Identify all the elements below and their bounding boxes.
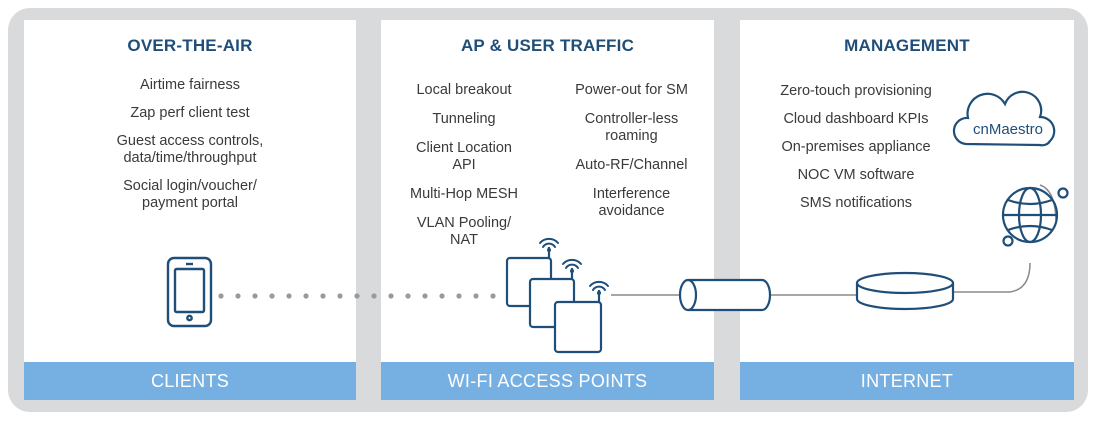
feature-item: Tunneling	[432, 111, 496, 127]
panel-footer-clients: CLIENTS	[24, 362, 356, 400]
feature-item: Zero-touch provisioning	[780, 83, 932, 99]
feature-item: On-premises appliance	[781, 139, 931, 155]
feature-list-ap-left: Local breakout Tunneling Client Location…	[381, 82, 547, 261]
feature-list-over-the-air: Airtime fairness Zap perf client test Gu…	[24, 77, 356, 223]
feature-item: Controller-less roaming	[584, 111, 679, 144]
feature-item: Client Location API	[416, 140, 512, 173]
wifi-dot-icons	[547, 248, 601, 295]
feature-item: NOC VM software	[797, 167, 915, 183]
feature-item: Zap perf client test	[130, 105, 250, 121]
server-icon	[855, 271, 955, 311]
wifi-icon	[539, 237, 609, 291]
feature-item: Auto-RF/Channel	[575, 157, 688, 173]
feature-item: Local breakout	[416, 82, 512, 98]
panel-title-management: MANAGEMENT	[844, 36, 970, 55]
cylinder-icon	[678, 278, 772, 312]
panel-title-ap-user-traffic: AP & USER TRAFFIC	[460, 36, 635, 55]
feature-list-ap-right: Power-out for SM Controller-less roaming…	[549, 82, 714, 232]
wireless-link-dots	[218, 293, 496, 299]
feature-item: VLAN Pooling/ NAT	[416, 215, 512, 248]
cloud-label: cnMaestro	[973, 121, 1043, 138]
feature-item: Cloud dashboard KPIs	[783, 111, 929, 127]
access-point-icon	[505, 247, 603, 354]
panel-title-over-the-air: OVER-THE-AIR	[127, 36, 253, 55]
panel-ap-user-traffic: AP & USER TRAFFIC Local breakout Tunneli…	[381, 20, 714, 400]
panel-footer-internet: INTERNET	[740, 362, 1074, 400]
feature-item: Interference avoidance	[592, 186, 671, 219]
panel-management: MANAGEMENT Zero-touch provisioning Cloud…	[740, 20, 1074, 400]
feature-item: Airtime fairness	[140, 77, 240, 93]
feature-item: SMS notifications	[799, 195, 913, 211]
smartphone-icon	[166, 256, 213, 328]
panel-footer-wifi-access-points: WI-FI ACCESS POINTS	[381, 362, 714, 400]
feature-item: Multi-Hop MESH	[410, 186, 518, 202]
globe-icon	[1001, 186, 1069, 247]
feature-item: Social login/voucher/ payment portal	[123, 178, 257, 211]
feature-list-management: Zero-touch provisioning Cloud dashboard …	[740, 83, 972, 223]
feature-item: Power-out for SM	[575, 82, 688, 98]
panel-over-the-air: OVER-THE-AIR Airtime fairness Zap perf c…	[24, 20, 356, 400]
feature-item: Guest access controls, data/time/through…	[116, 133, 264, 166]
cloud-icon: cnMaestro	[952, 90, 1056, 147]
wired-connectors	[611, 184, 1057, 296]
